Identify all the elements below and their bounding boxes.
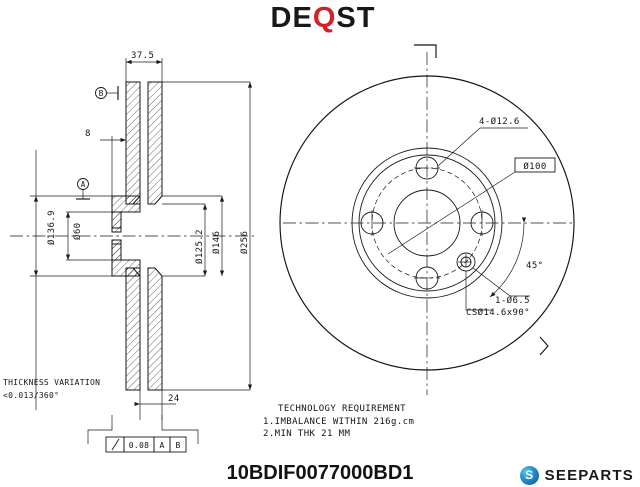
callout-pin-hole-line1: 1-Ø6.5	[495, 295, 530, 306]
callout-pin-hole-line2: CSØ14.6x90°	[466, 307, 530, 318]
seeparts-logo: SEEPARTS	[519, 464, 634, 486]
thickness-variation-note-line1: THICKNESS VARIATION	[3, 378, 100, 387]
callout-bolt-circle: Ø100	[523, 161, 546, 172]
datum-b-letter: B	[99, 89, 104, 98]
view-corner-marker-top	[414, 44, 437, 58]
brand-wordmark-part1: DE	[270, 1, 313, 34]
fcf-tolerance-value: 0.08	[129, 441, 149, 450]
bolt-hole-bottom	[414, 266, 440, 290]
fcf-leader-left	[87, 415, 113, 444]
bolt-hole-group	[360, 156, 494, 290]
fcf-leader-right	[161, 415, 199, 444]
rotor-outer-circle	[279, 75, 575, 371]
view-chevron-marker-bottom	[539, 336, 549, 356]
callout-bolt-holes: 4-Ø12.6	[479, 116, 520, 127]
tech-req-title: TECHNOLOGY REQUIREMENT	[278, 404, 406, 414]
deqst-logo: DEQST	[228, 2, 418, 34]
dim-label-dia60: Ø60	[72, 223, 83, 240]
dim-label-dia136-9: Ø136.9	[46, 210, 57, 245]
runout-icon	[111, 438, 120, 451]
fcf-datum1-value: A	[159, 441, 164, 450]
section-upper-hub-boss	[111, 211, 122, 229]
section-view: Ø136.9 Ø60 Ø125.2 Ø146 Ø256 37.5 8	[3, 51, 255, 453]
callout-angle: 45°	[526, 261, 543, 271]
part-number: 10BDIF0077000BD1	[226, 462, 414, 484]
datum-a-letter: A	[81, 180, 86, 189]
leader-pin-hole	[472, 267, 511, 297]
feature-control-frame-group: 0.08 A B	[87, 415, 199, 453]
section-upper-inboard-ring	[125, 81, 141, 205]
tech-req-item-1: 1.IMBALANCE WITHIN 216g.cm	[263, 417, 414, 427]
brand-wordmark-part2: ST	[336, 1, 376, 34]
countersunk-pin-hole	[456, 252, 476, 272]
bolt-hole-left	[360, 210, 384, 236]
section-lower-hub-boss	[111, 243, 122, 261]
center-bore-circle	[393, 189, 461, 257]
dim-label-37-5: 37.5	[131, 51, 154, 61]
dim-label-24: 24	[168, 394, 180, 404]
dim-label-dia256: Ø256	[239, 231, 250, 254]
dim-label-dia125-2: Ø125.2	[194, 229, 205, 264]
feature-control-frame: 0.08 A B	[105, 436, 187, 453]
fcf-datum2-cell	[169, 436, 187, 453]
dim-label-dia146: Ø146	[211, 231, 222, 254]
fcf-datum2-value: B	[175, 441, 180, 450]
tech-req-item-2: 2.MIN THK 21 MM	[263, 429, 350, 439]
technology-requirement-block: TECHNOLOGY REQUIREMENT 1.IMBALANCE WITHI…	[263, 404, 414, 439]
leader-bolt-holes	[437, 127, 481, 167]
section-lower-inboard-ring	[125, 267, 141, 391]
seeparts-mark-icon	[519, 465, 539, 485]
angle-dimension-arc	[489, 217, 527, 298]
brand-wordmark: DEQST	[270, 1, 376, 34]
bolt-hole-top	[414, 156, 440, 180]
datum-feature-b: B	[95, 86, 119, 100]
brand-wordmark-accent: Q	[312, 1, 337, 34]
thickness-variation-note-line2: <0.013/360°	[3, 391, 59, 400]
section-upper-outboard-ring	[147, 81, 163, 205]
section-lower-outboard-ring	[147, 267, 163, 391]
callout-bolt-circle-box	[514, 157, 556, 173]
datum-feature-a: A	[76, 178, 90, 200]
dim-label-8: 8	[85, 129, 91, 139]
face-view: 4-Ø12.6 Ø100 45° 1-Ø6.5 CSØ14.6x90°	[279, 44, 575, 395]
seeparts-logo-text: SEEPARTS	[544, 466, 634, 484]
leader-bolt-circle	[387, 171, 516, 255]
